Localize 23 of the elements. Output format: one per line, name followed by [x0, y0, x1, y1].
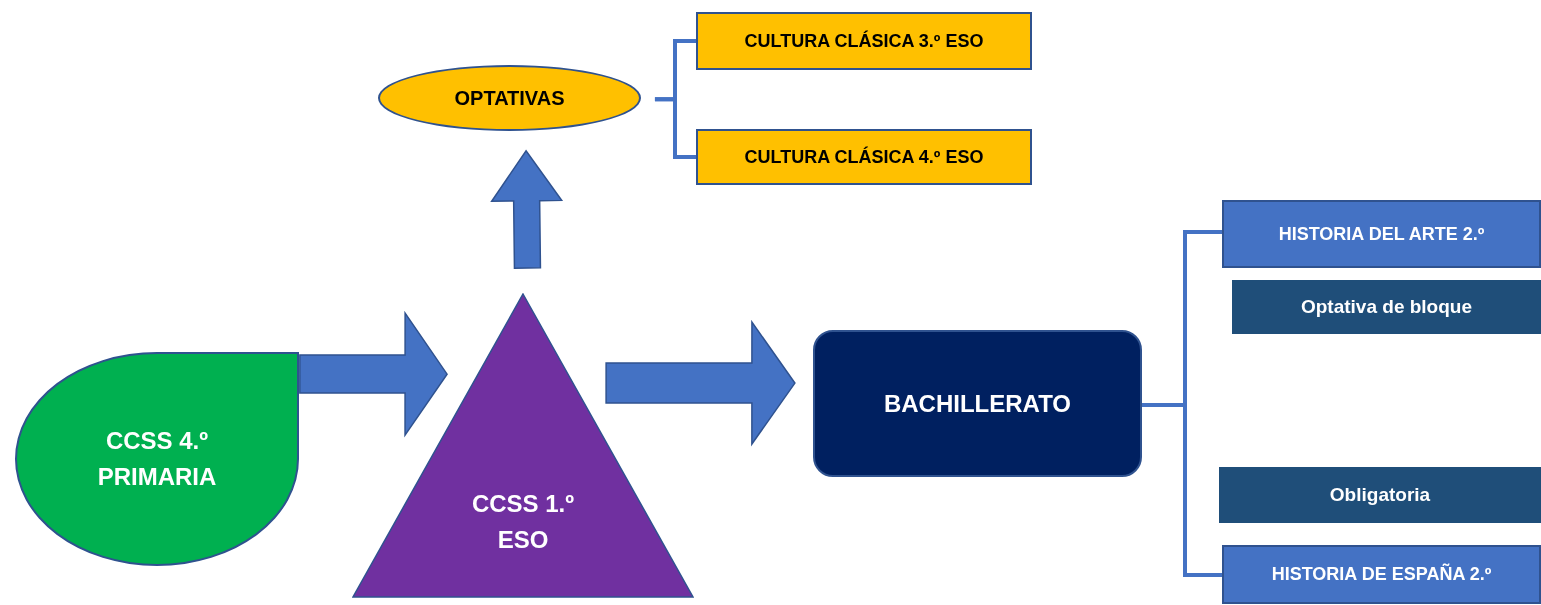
node-label: CULTURA CLÁSICA 3.º ESO [744, 29, 984, 53]
process-box [696, 12, 1032, 70]
node-label: Obligatoria [1329, 482, 1431, 507]
node-label: BACHILLERATO [883, 388, 1072, 419]
node-label: CULTURA CLÁSICA 4.º ESO [744, 145, 984, 169]
bracket-connector [1142, 402, 1222, 578]
block-arrow [299, 310, 448, 438]
block-arrow [490, 149, 564, 269]
node-label: Optativa de bloque [1301, 294, 1472, 319]
node-label: CCSS 4.º PRIMARIA [96, 426, 218, 492]
block-arrow [605, 319, 796, 447]
triangle-shape [352, 293, 694, 598]
node-label: CCSS 1.º ESO [470, 489, 576, 555]
process-box [696, 129, 1032, 185]
node-label: HISTORIA DE ESPAÑA 2.º [1271, 562, 1492, 586]
bracket-connector [654, 97, 696, 159]
label-box [1219, 467, 1541, 523]
rounded-box [813, 330, 1142, 477]
node-label: OPTATIVAS [454, 86, 565, 111]
label-box [1232, 280, 1541, 334]
process-box [1222, 200, 1541, 268]
node-label: HISTORIA DEL ARTE 2.º [1278, 222, 1485, 246]
process-box [1222, 545, 1541, 604]
